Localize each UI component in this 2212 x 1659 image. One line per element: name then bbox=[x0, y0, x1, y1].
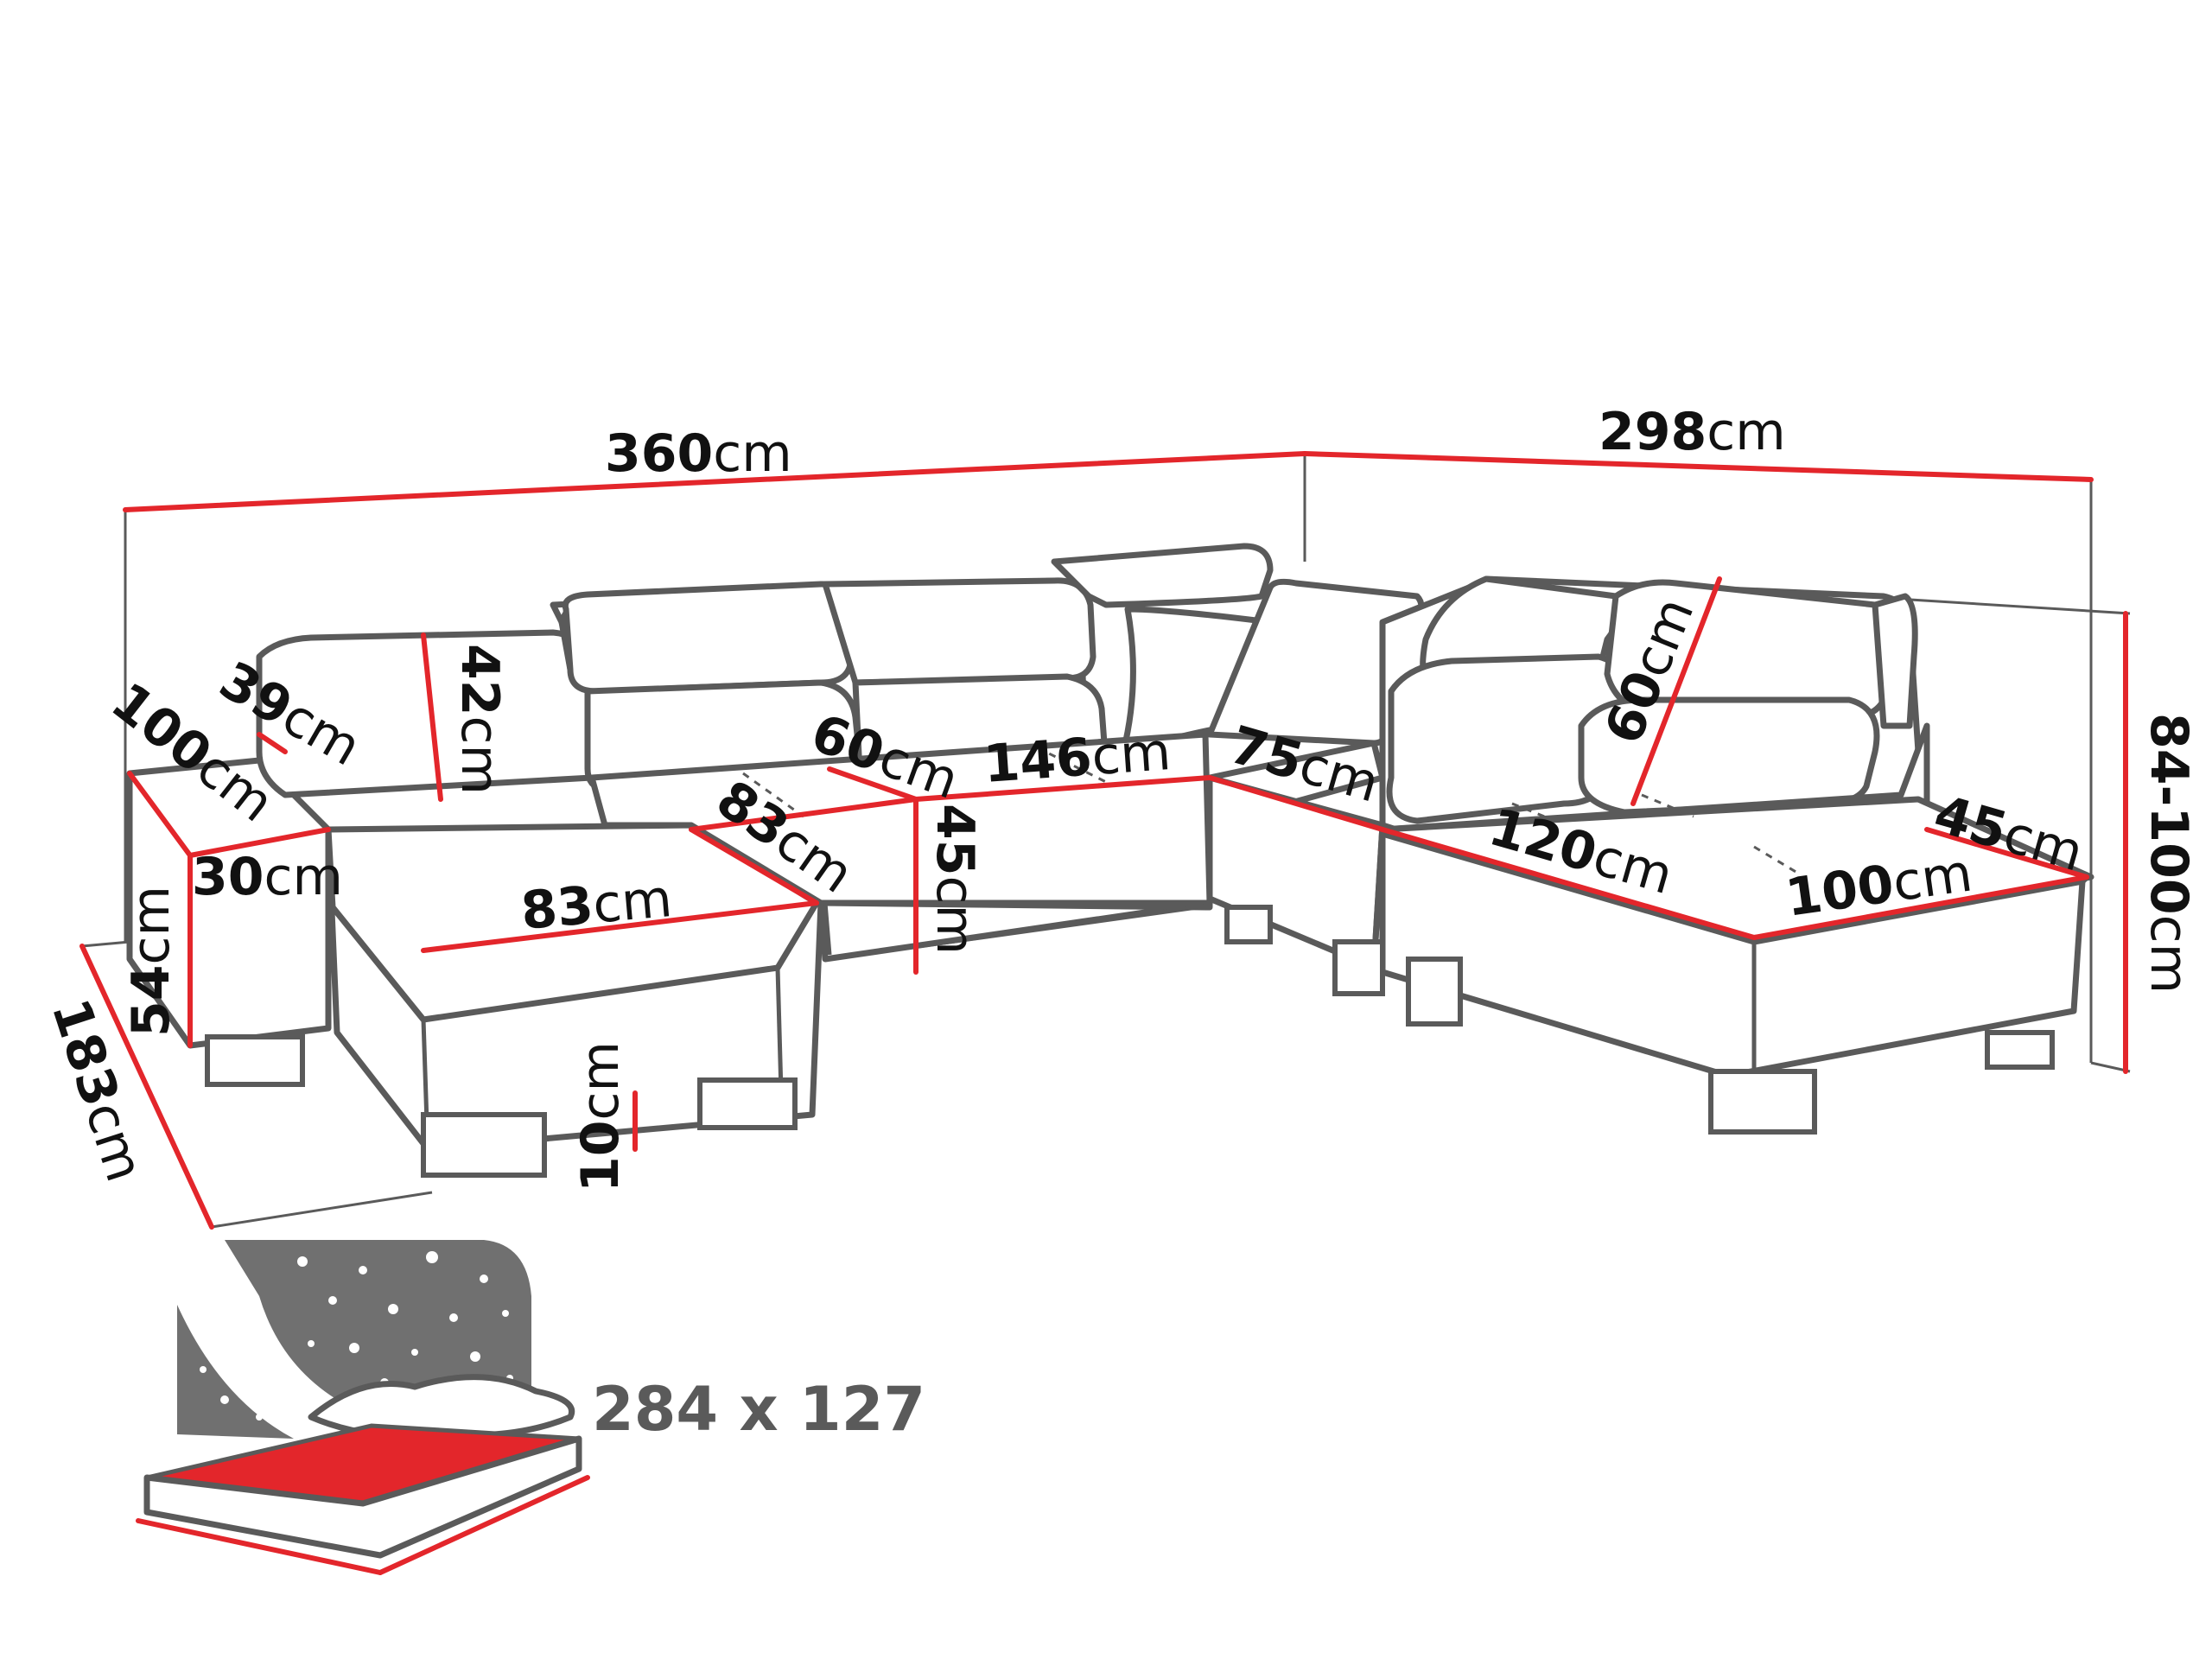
right-back-wing bbox=[1872, 593, 1918, 729]
leg bbox=[697, 1077, 798, 1130]
dim-83-top-line bbox=[689, 797, 918, 832]
label-120: 120cm bbox=[1483, 797, 1680, 906]
bed-width-line bbox=[136, 1518, 383, 1575]
dim-360-line bbox=[123, 451, 1307, 512]
label-10: 10cm bbox=[570, 1041, 631, 1192]
leg bbox=[1708, 1069, 1817, 1135]
dim-120-line bbox=[1380, 827, 1757, 940]
middle-seat-front bbox=[817, 899, 1213, 911]
back-cushion-1 bbox=[562, 581, 855, 695]
dim-183-line bbox=[79, 944, 214, 1230]
leg bbox=[421, 1112, 547, 1178]
leg bbox=[1332, 939, 1385, 996]
bed-base bbox=[143, 1435, 582, 1559]
label-100-chaise: 100cm bbox=[1782, 842, 1975, 928]
back-cushion-3 bbox=[822, 577, 1096, 686]
label-146: 146cm bbox=[982, 721, 1173, 795]
dim-83-depth-line bbox=[689, 827, 819, 906]
label-298: 298cm bbox=[1599, 402, 1786, 462]
middle-headrest bbox=[1051, 543, 1274, 608]
leg bbox=[1224, 905, 1273, 944]
leg bbox=[1985, 1030, 2055, 1070]
sofa-illustration bbox=[126, 543, 2094, 1178]
dim-60-head-line bbox=[1630, 576, 1722, 806]
dim-83-width-line bbox=[421, 900, 819, 953]
dim-298-line bbox=[1302, 451, 2094, 482]
dim-42-line bbox=[421, 632, 443, 802]
right-cushion-3 bbox=[1578, 696, 1880, 816]
label-84-100: 84-100cm bbox=[2139, 713, 2199, 994]
label-42: 42cm bbox=[449, 644, 510, 795]
leg bbox=[205, 1034, 305, 1087]
label-83-width: 83cm bbox=[518, 868, 674, 942]
night-sky-curtain bbox=[177, 1305, 294, 1439]
bed-size-label: 284 x 127 bbox=[592, 1374, 925, 1445]
label-54: 54cm bbox=[121, 886, 181, 1037]
bed-function-icon: 284 x 127 bbox=[136, 1240, 925, 1575]
dim-100-line bbox=[127, 771, 193, 858]
dim-60-line bbox=[827, 766, 918, 802]
dim-146-line bbox=[913, 775, 1212, 802]
night-sky bbox=[225, 1240, 531, 1417]
label-45-seat: 45cm bbox=[925, 804, 985, 955]
dim-39-line bbox=[257, 732, 288, 754]
bed-length-line bbox=[378, 1475, 590, 1575]
dim-30-line bbox=[188, 827, 331, 858]
dim-45-tip-line bbox=[1924, 827, 2089, 880]
dimension-lines bbox=[79, 451, 2128, 1230]
label-30: 30cm bbox=[192, 847, 343, 907]
dim-75-line bbox=[1207, 775, 1385, 832]
leg bbox=[1406, 957, 1463, 1027]
label-360: 360cm bbox=[605, 423, 792, 484]
dim-100-chaise-line bbox=[1751, 874, 2089, 940]
guide-lines bbox=[81, 454, 2131, 1229]
